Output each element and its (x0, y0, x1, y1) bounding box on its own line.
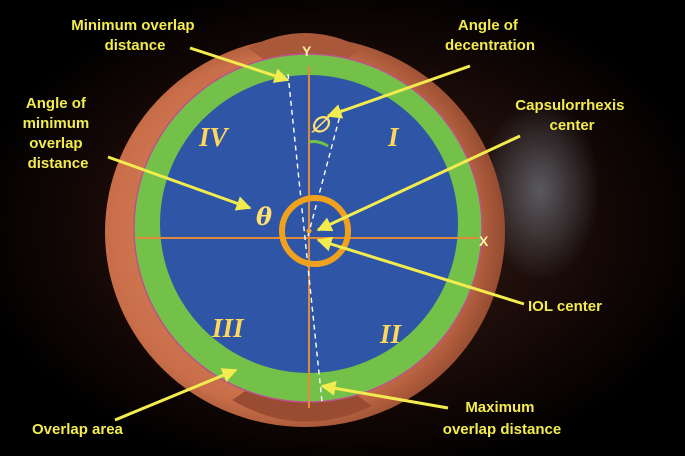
capsulorrhexis-circle (279, 195, 351, 267)
decentration-dashed-line (307, 107, 343, 237)
arrow-iol-center (316, 236, 525, 306)
label-capsulorrhexis-center: Capsulorrhexis center (515, 97, 628, 134)
capsulorrhexis-center-dot (306, 228, 312, 234)
arrow-min-overlap-distance (189, 46, 290, 83)
x-axis-label: X (479, 233, 489, 249)
arrow-angle-of-min-overlap-distance (107, 155, 252, 211)
label-overlap-area: Overlap area (32, 421, 124, 438)
quadrant-ii: II (379, 319, 403, 349)
label-angle-of-min-overlap-distance: Angle of minimum overlap distance (23, 95, 94, 172)
arrow-capsulorrhexis-center (316, 134, 521, 232)
quadrant-i: I (387, 122, 400, 152)
quadrant-iv: IV (198, 122, 230, 152)
label-min-overlap-distance: Minimum overlap distance (71, 17, 199, 54)
decentration-angle-arc (308, 140, 329, 148)
arrow-angle-of-decentration (326, 64, 471, 119)
min-overlap-dashed-line (287, 73, 323, 403)
phi-symbol: ∅ (310, 112, 331, 138)
label-angle-of-decentration: Angle of decentration (445, 17, 535, 54)
label-iol-center: IOL center (528, 298, 602, 315)
light-reflection (480, 100, 600, 280)
quadrant-iii: III (211, 313, 245, 343)
label-max-overlap-distance: Maximum overlap distance (443, 399, 561, 438)
arrow-max-overlap-distance (320, 380, 449, 410)
y-axis-label: Y (302, 43, 312, 59)
arrow-overlap-area (114, 368, 238, 422)
theta-symbol: θ (256, 202, 272, 231)
